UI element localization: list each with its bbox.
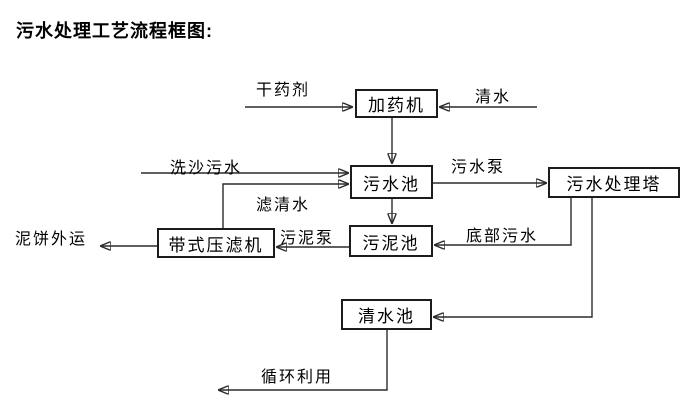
label-bottom-sewage: 底部污水	[466, 228, 539, 245]
node-sludge-pool: 污泥池	[349, 225, 433, 257]
node-clean-water-pool: 清水池	[341, 299, 432, 330]
label-sewage-pump: 污水泵	[451, 159, 506, 176]
node-belt-filter-press: 带式压滤机	[157, 228, 275, 258]
node-dosing-machine: 加药机	[355, 89, 438, 118]
label-dry-agent: 干药剂	[256, 82, 311, 99]
node-treatment-tower: 污水处理塔	[548, 167, 680, 198]
arrow-filtered-water-to-sewage-pool	[222, 184, 348, 228]
label-mud-cake-out: 泥饼外运	[15, 231, 88, 248]
node-sewage-pool: 污水池	[350, 165, 433, 199]
label-filtered-water: 滤清水	[256, 197, 311, 214]
label-recycle-use: 循环利用	[261, 369, 334, 386]
label-clean-water: 清水	[475, 89, 512, 106]
arrow-recycle-use	[219, 330, 388, 390]
diagram-title: 污水处理工艺流程框图:	[16, 21, 213, 41]
arrow-tower-to-clean-pool	[434, 198, 593, 317]
arrow-bottom-sewage-to-sludge-pool	[435, 198, 572, 245]
label-sludge-pump: 污泥泵	[280, 230, 335, 247]
label-sand-washing-sewage: 洗沙污水	[170, 160, 243, 177]
